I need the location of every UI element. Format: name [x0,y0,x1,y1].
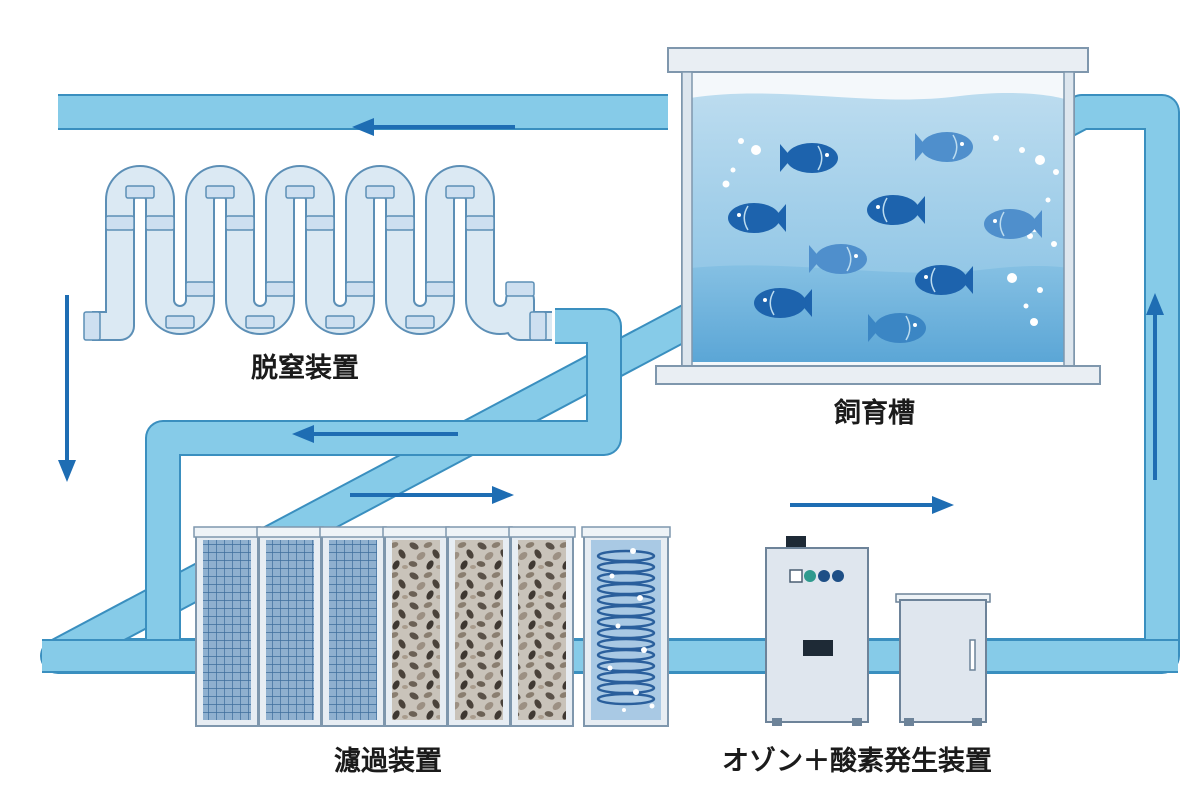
display-panel [803,640,833,656]
indicator-light [832,570,844,582]
label-filtration: 濾過装置 [334,746,442,777]
mesh-filter [256,526,324,727]
fish [728,203,786,233]
mesh-filter [193,526,261,727]
flow-arrows [58,118,1164,514]
gravel-filter [445,526,513,727]
indicator-light [818,570,830,582]
gravel-filter [508,526,576,727]
label-breeding-tank: 飼育槽 [834,398,915,429]
fish [868,313,926,343]
pipe-joints [83,185,547,341]
label-denitrification: 脱窒装置 [251,353,359,384]
fish [809,244,867,274]
circulation-pipes [40,94,1180,674]
arrow-right-up [1146,293,1164,480]
arrow-middle-left [292,425,458,443]
indicator-light [804,570,816,582]
fish [754,288,812,318]
fish-group [728,132,1042,343]
cabinet-handle [969,639,976,671]
fish [984,209,1042,239]
gravel-filter [382,526,450,727]
fish [867,195,925,225]
coil-filter [581,526,671,727]
denitrification-unit [83,165,552,341]
arrow-ozone-right [790,496,954,514]
label-ozone-oxygen: オゾン＋酸素発生装置 [722,746,992,777]
arrow-left-down [58,295,76,482]
ozone-oxygen-generator [765,536,991,726]
mesh-filter [319,526,387,727]
breeding-tank [655,47,1101,385]
fish [780,143,838,173]
fish [915,265,973,295]
oxygen-cabinet [895,593,991,726]
arrow-top-left [352,118,515,136]
filtration-unit [193,526,671,727]
arrow-filter-right [350,486,514,504]
ozone-machine [765,536,869,726]
fish [915,132,973,162]
